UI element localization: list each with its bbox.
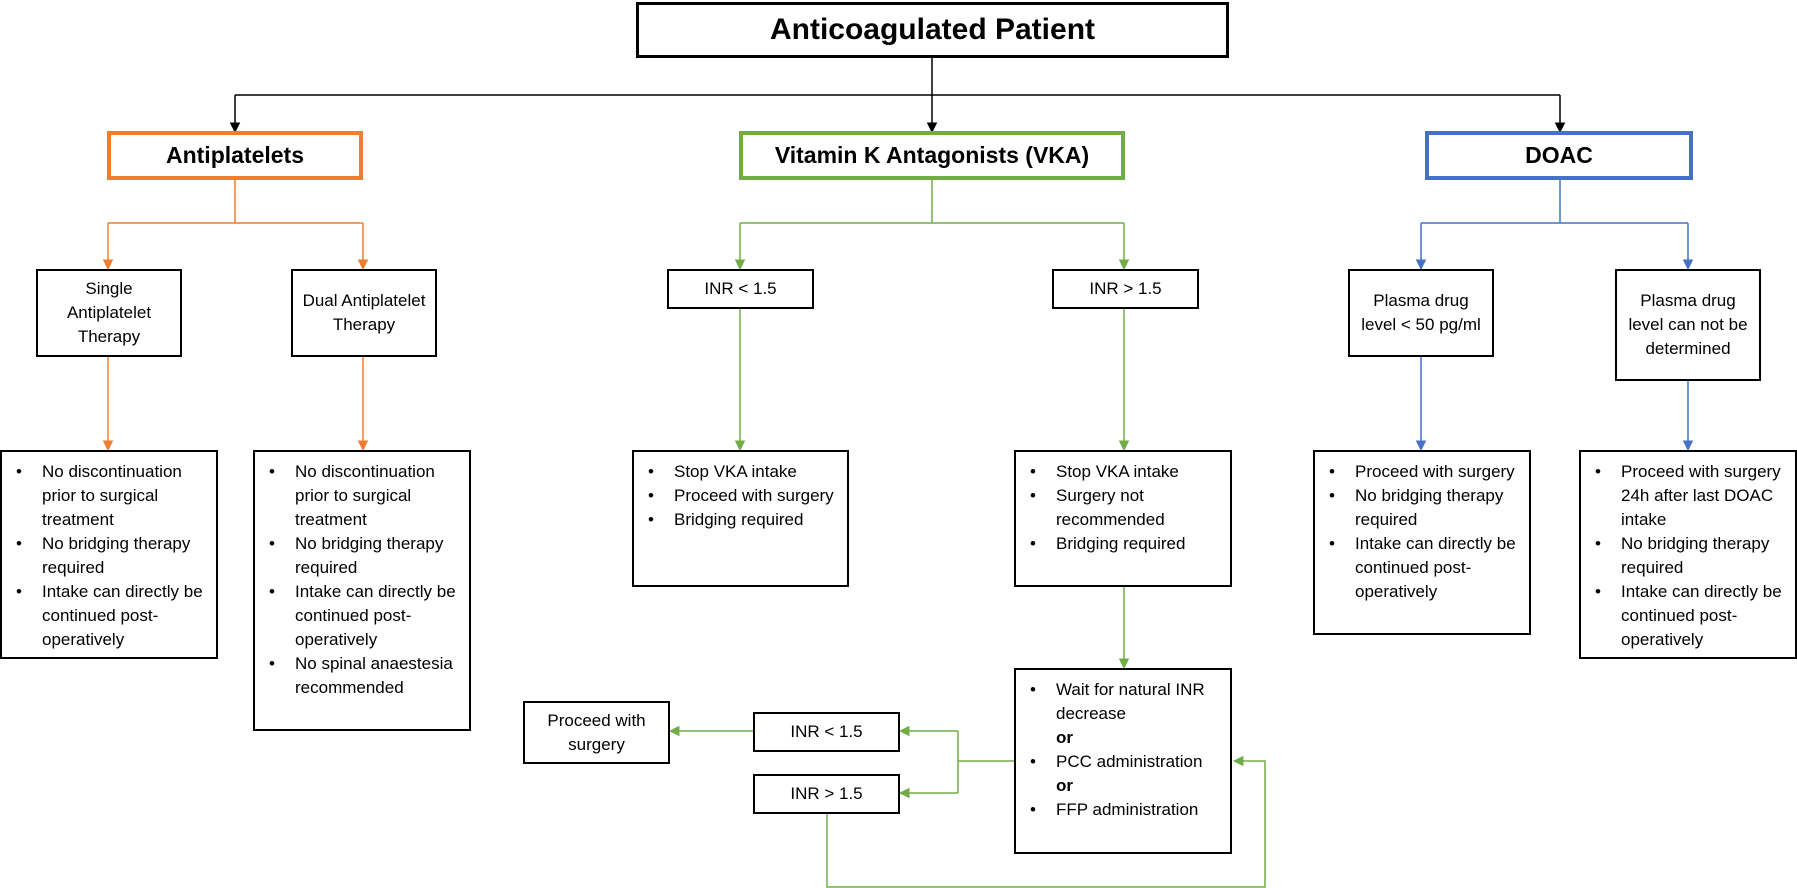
vka-recheck-inr-low-node: INR < 1.5 bbox=[753, 712, 900, 752]
vka-proceed-label: Proceed with surgery bbox=[547, 710, 646, 754]
list-item: Proceed with surgery bbox=[642, 484, 839, 508]
list-item: Intake can directly be continued post-op… bbox=[263, 580, 461, 652]
vka-inr-high-actions: Stop VKA intake Surgery not recommended … bbox=[1014, 450, 1232, 587]
doac-unknown-level-actions: Proceed with surgery 24h after last DOAC… bbox=[1579, 450, 1797, 659]
antiplatelets-node: Antiplatelets bbox=[107, 131, 363, 180]
root-node: Anticoagulated Patient bbox=[636, 2, 1229, 58]
vka-inr-high-label: INR > 1.5 bbox=[1089, 279, 1162, 298]
single-antiplatelet-node: Single Antiplatelet Therapy bbox=[36, 269, 182, 357]
doac-low-level-actions: Proceed with surgery No bridging therapy… bbox=[1313, 450, 1531, 635]
list-item: No bridging therapy required bbox=[1589, 532, 1787, 580]
list-item: Proceed with surgery 24h after last DOAC… bbox=[1589, 460, 1787, 532]
list-item: Bridging required bbox=[642, 508, 839, 532]
or-separator: or bbox=[1056, 728, 1073, 747]
vka-recheck-inr-high-label: INR > 1.5 bbox=[790, 784, 863, 803]
single-antiplatelet-actions: No discontinuation prior to surgical tre… bbox=[0, 450, 218, 659]
dual-antiplatelet-node: Dual Antiplatelet Therapy bbox=[291, 269, 437, 357]
list-item: Proceed with surgery bbox=[1323, 460, 1521, 484]
list-item: Stop VKA intake bbox=[1024, 460, 1222, 484]
list-item: Stop VKA intake bbox=[642, 460, 839, 484]
vka-inr-low-node: INR < 1.5 bbox=[667, 269, 814, 309]
list-item: No bridging therapy required bbox=[263, 532, 461, 580]
vka-node: Vitamin K Antagonists (VKA) bbox=[739, 131, 1125, 180]
or-separator: or bbox=[1056, 776, 1073, 795]
doac-low-level-node: Plasma drug level < 50 pg/ml bbox=[1348, 269, 1494, 357]
vka-recheck-inr-high-node: INR > 1.5 bbox=[753, 774, 900, 814]
vka-reversal-options: Wait for natural INR decrease or PCC adm… bbox=[1014, 668, 1232, 854]
list-item: No discontinuation prior to surgical tre… bbox=[10, 460, 208, 532]
root-title: Anticoagulated Patient bbox=[769, 13, 1096, 46]
list-item: No discontinuation prior to surgical tre… bbox=[263, 460, 461, 532]
vka-proceed-node: Proceed with surgery bbox=[523, 701, 670, 764]
list-item: No bridging therapy required bbox=[10, 532, 208, 580]
list-item: PCC administration bbox=[1024, 750, 1222, 774]
list-item: Intake can directly be continued post-op… bbox=[1323, 532, 1521, 604]
list-item: No spinal anaestesia recommended bbox=[263, 652, 461, 700]
antiplatelets-title: Antiplatelets bbox=[165, 142, 305, 168]
list-item: Bridging required bbox=[1024, 532, 1222, 556]
list-item: FFP administration bbox=[1024, 798, 1222, 822]
dual-antiplatelet-label: Dual Antiplatelet Therapy bbox=[302, 291, 426, 334]
doac-low-level-label: Plasma drug level < 50 pg/ml bbox=[1361, 291, 1481, 334]
doac-unknown-level-label: Plasma drug level can not be determined bbox=[1628, 291, 1748, 358]
list-item: Intake can directly be continued post-op… bbox=[10, 580, 208, 652]
vka-recheck-inr-low-label: INR < 1.5 bbox=[790, 722, 863, 741]
vka-inr-low-label: INR < 1.5 bbox=[704, 279, 777, 298]
list-item: Surgery not recommended bbox=[1024, 484, 1222, 532]
doac-node: DOAC bbox=[1425, 131, 1693, 180]
list-item: Wait for natural INR decrease bbox=[1024, 678, 1222, 726]
vka-title: Vitamin K Antagonists (VKA) bbox=[774, 142, 1090, 168]
vka-inr-low-actions: Stop VKA intake Proceed with surgery Bri… bbox=[632, 450, 849, 587]
dual-antiplatelet-actions: No discontinuation prior to surgical tre… bbox=[253, 450, 471, 731]
doac-title: DOAC bbox=[1525, 142, 1593, 168]
vka-inr-high-node: INR > 1.5 bbox=[1052, 269, 1199, 309]
list-item: No bridging therapy required bbox=[1323, 484, 1521, 532]
doac-unknown-level-node: Plasma drug level can not be determined bbox=[1615, 269, 1761, 381]
single-antiplatelet-label: Single Antiplatelet Therapy bbox=[66, 279, 152, 346]
list-item: Intake can directly be continued post-op… bbox=[1589, 580, 1787, 652]
